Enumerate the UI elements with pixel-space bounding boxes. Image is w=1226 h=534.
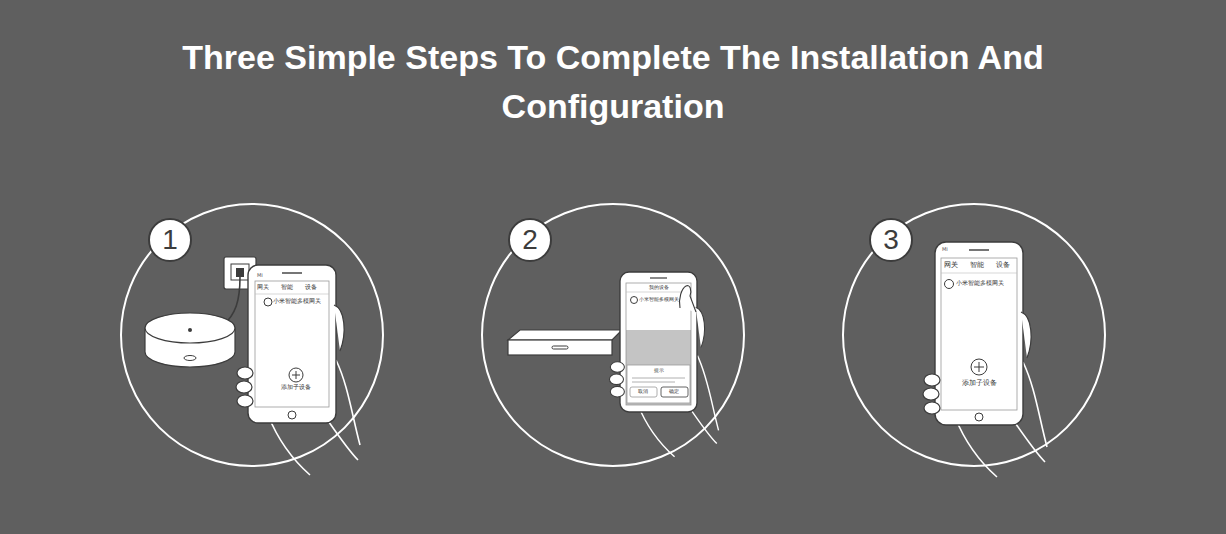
screen-text: 小米智能多模网关	[639, 297, 679, 303]
screen-text: 小米智能多模网关	[273, 298, 321, 304]
screen-text: MI	[257, 273, 263, 279]
screen-text: 智能	[281, 284, 293, 291]
screen-text: 设备	[305, 284, 317, 291]
callout-circle: 1	[148, 218, 192, 262]
screen-text: 提示	[654, 368, 664, 374]
screen-text: 添加子设备	[281, 384, 311, 391]
callout-number: 2	[522, 224, 538, 256]
screen-text: 取消	[638, 389, 648, 395]
callout-number: 3	[883, 224, 899, 256]
screen-text: 小米智能多模网关	[956, 280, 1004, 287]
callout-circle: 3	[869, 218, 913, 262]
screen-text: MI	[942, 247, 948, 253]
callout-circle: 2	[508, 218, 552, 262]
screen-text: 添加子设备	[962, 380, 997, 387]
screen-text: 网关	[944, 262, 958, 270]
screen-text: 智能	[970, 262, 984, 270]
callout-number: 1	[162, 224, 178, 256]
screen-text: 网关	[257, 284, 269, 291]
screen-text: 确定	[669, 389, 679, 395]
screen-text: 设备	[996, 262, 1010, 270]
screen-text: 我的设备	[649, 285, 669, 291]
title: Three Simple Steps To Complete The Insta…	[163, 33, 1063, 131]
